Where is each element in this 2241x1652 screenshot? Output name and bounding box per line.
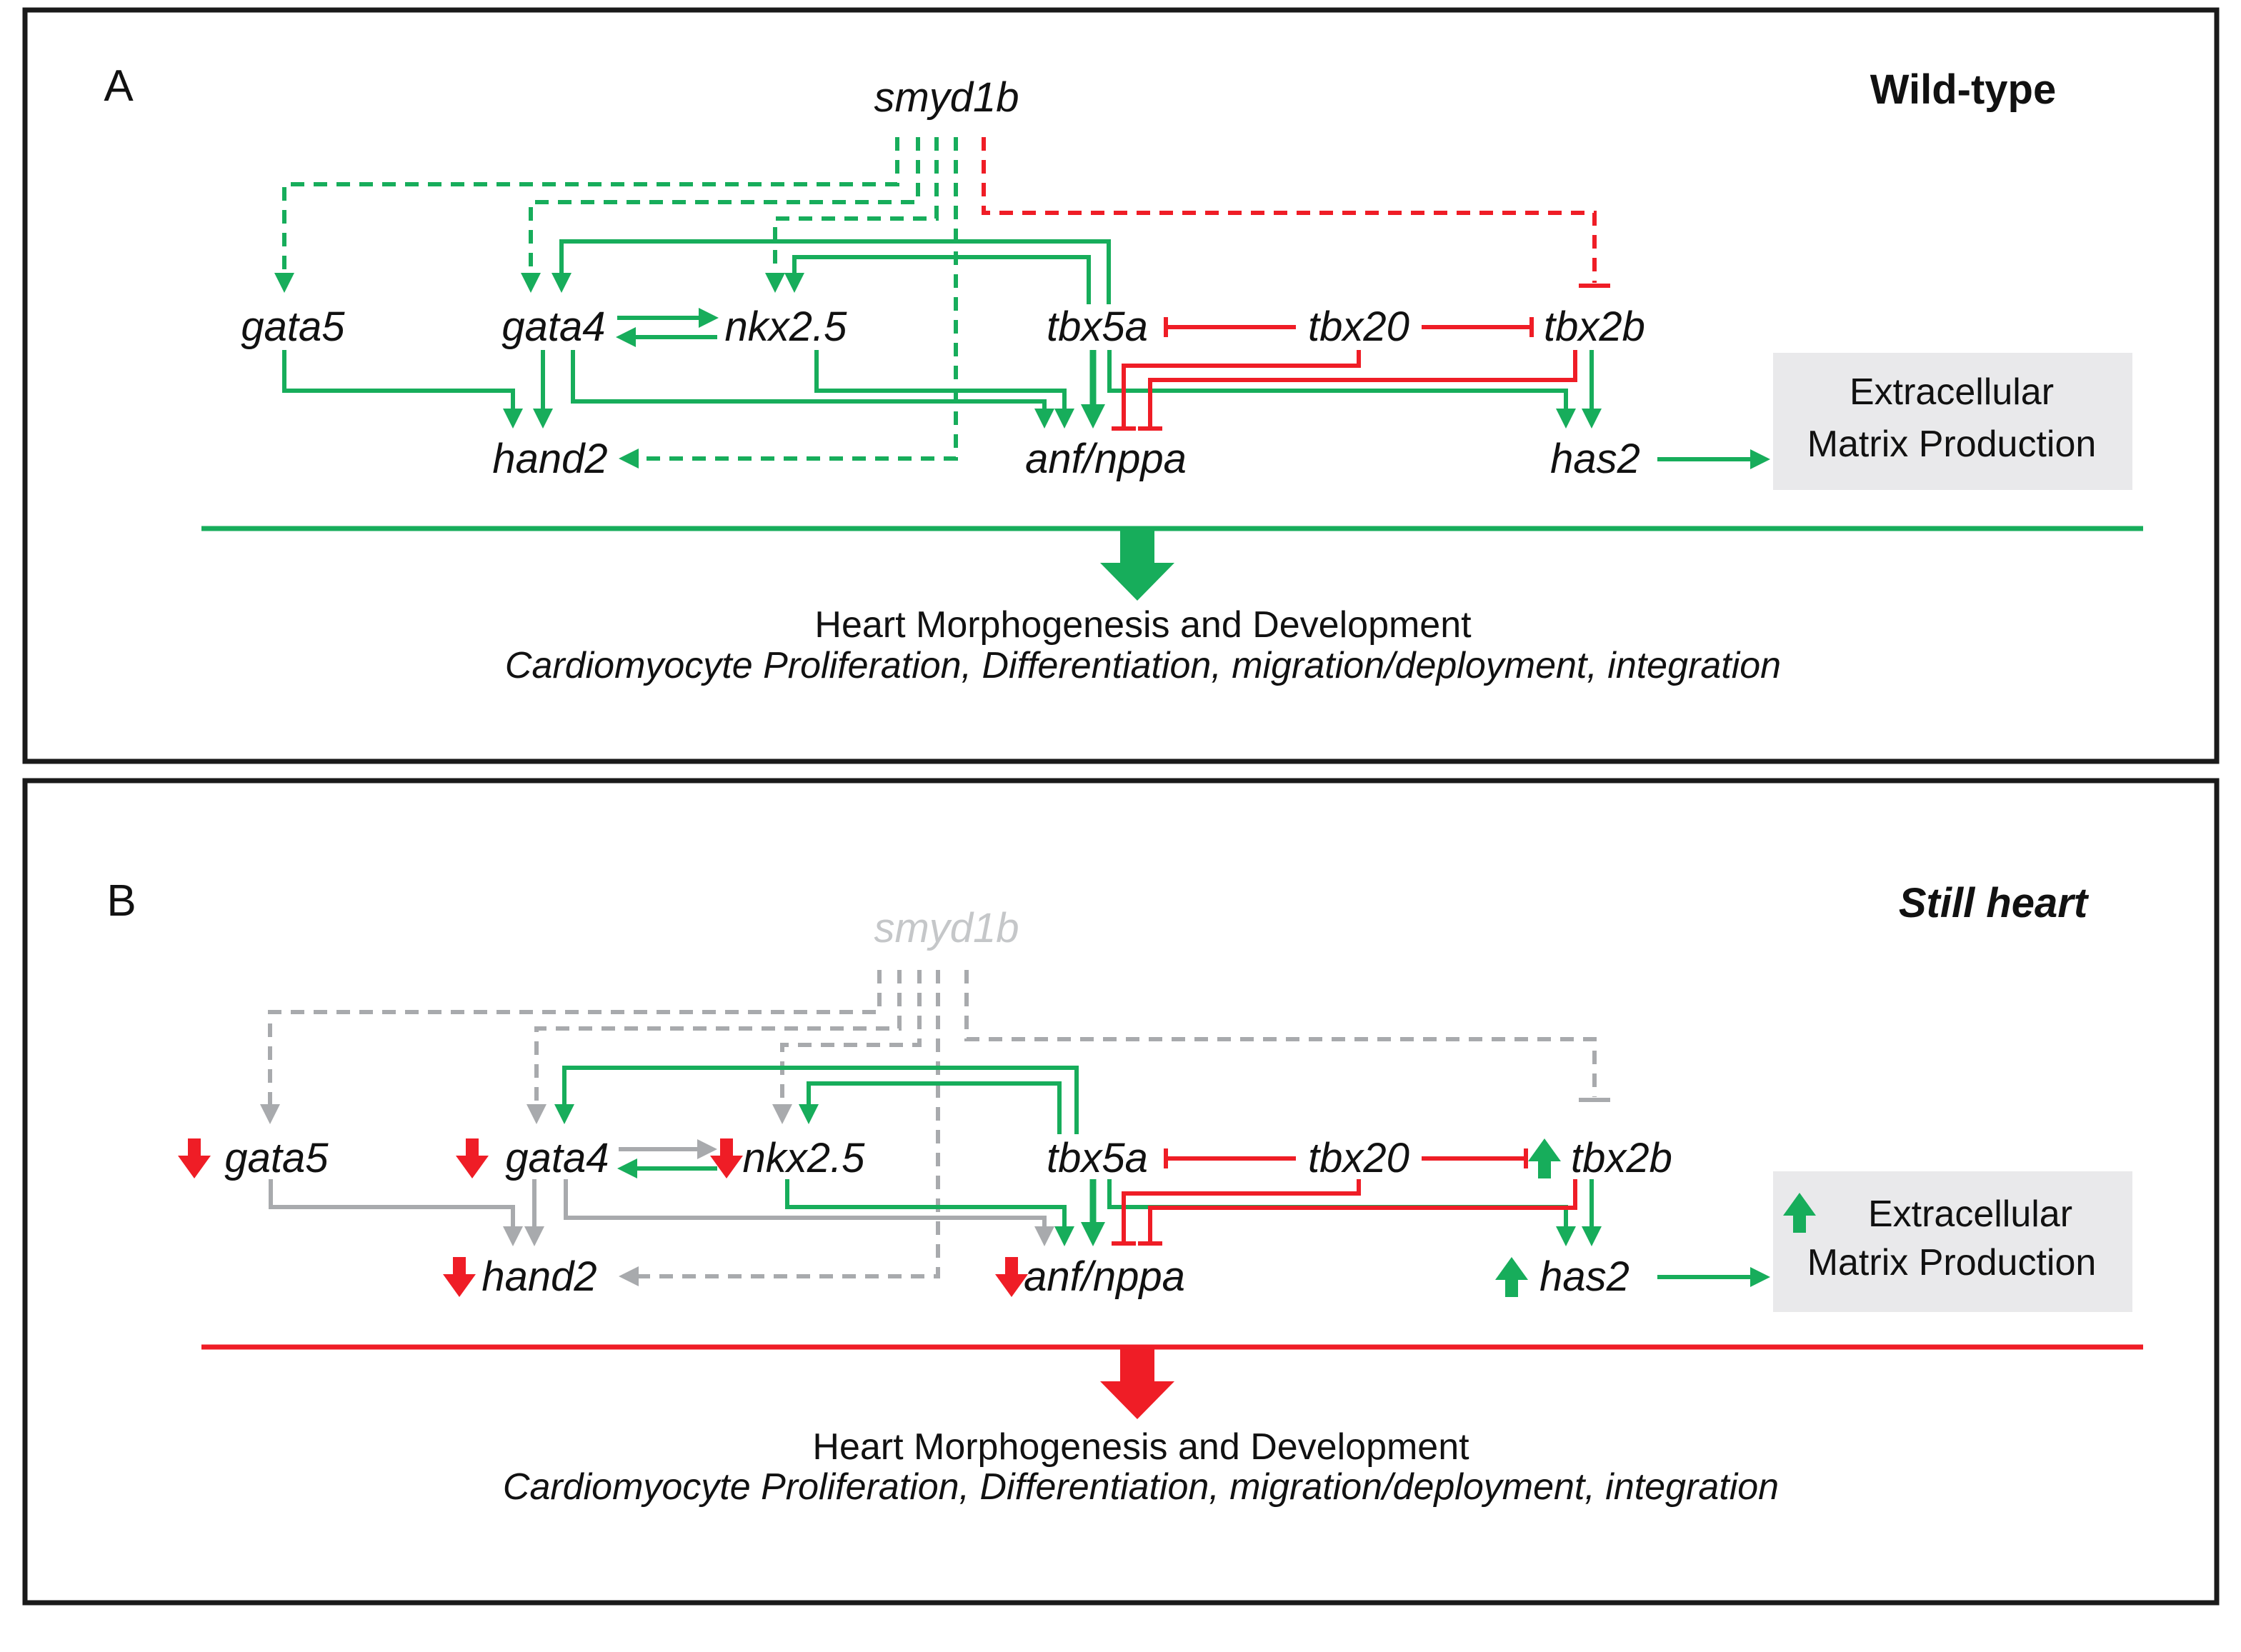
gene-gata5-a: gata5: [241, 304, 345, 350]
edge-smyd1b-gata5-a: [274, 137, 899, 293]
outcome-subtitle-b: Cardiomyocyte Proliferation, Differentia…: [502, 1466, 1780, 1508]
marker-up-tbx2b: [1528, 1138, 1561, 1178]
gene-has2-a: has2: [1550, 436, 1640, 482]
panel-a-title: Wild-type: [1870, 66, 2057, 113]
gene-tbx5a-b: tbx5a: [1047, 1135, 1148, 1181]
gene-nkx25-b: nkx2.5: [742, 1135, 865, 1181]
marker-down-gata4: [456, 1138, 489, 1178]
edge-tbx20-tbx2b-inhibition-b: [1422, 1148, 1528, 1168]
edge-tbx20-tbx2b-inhibition-a: [1422, 317, 1534, 337]
outcome-arrow-b: [1100, 1345, 1174, 1419]
edge-nkx25-anf-b: [785, 1179, 1074, 1246]
edge-smyd1b-nkx25-a: [765, 137, 939, 293]
panel-b-graphics: [22, 778, 2220, 1606]
edge-tbx5a-has2-a: [1107, 350, 1576, 429]
edge-smyd1b-hand2-b: [619, 970, 940, 1286]
edge-gata4-anf-a: [571, 350, 1054, 429]
edge-smyd1b-gata4-a: [521, 137, 920, 293]
ecm-box-b: [1773, 1171, 2132, 1312]
ecm-line2-a: Matrix Production: [1807, 424, 2097, 465]
edge-gata4-anf-b: [564, 1179, 1054, 1246]
panel-b-border: [22, 778, 2220, 1606]
panel-a-graphics: [22, 7, 2220, 764]
marker-up-ecm: [1783, 1193, 1816, 1233]
marker-up-has2: [1495, 1257, 1528, 1297]
outcome-subtitle-a: Cardiomyocyte Proliferation, Differentia…: [504, 645, 1782, 686]
gene-tbx5a-a: tbx5a: [1047, 304, 1148, 350]
gene-gata4-a: gata4: [501, 304, 606, 350]
edge-smyd1b-hand2-a: [619, 137, 958, 469]
gene-gata4-b: gata4: [505, 1135, 609, 1181]
edge-gata4-nkx25-a: [617, 308, 719, 328]
gene-tbx2b-a: tbx2b: [1544, 304, 1645, 350]
edge-smyd1b-gata5-b: [260, 970, 882, 1124]
edge-tbx5a-anf-a: [1081, 350, 1105, 429]
edge-tbx5a-has2-b: [1107, 1179, 1576, 1246]
panel-b-title: Still heart: [1898, 880, 2088, 926]
gene-hand2-b: hand2: [481, 1253, 597, 1300]
edge-tbx20-tbx5a-inhibition-b: [1164, 1148, 1296, 1168]
gene-anf-b: anf/nppa: [1024, 1253, 1185, 1300]
edge-nkx25-gata4-a: [616, 327, 717, 347]
edge-gata4-nkx25-b: [619, 1139, 717, 1159]
edge-smyd1b-tbx2b-inhibition-a: [982, 137, 1610, 288]
marker-down-hand2: [443, 1257, 476, 1297]
edge-nkx25-anf-a: [814, 350, 1074, 429]
edge-tbx5a-anf-b: [1081, 1179, 1105, 1246]
gene-tbx20-a: tbx20: [1308, 304, 1409, 350]
gene-smyd1b-a: smyd1b: [874, 74, 1019, 121]
edge-tbx5a-gata4-b: [554, 1066, 1079, 1134]
edge-nkx25-gata4-b: [617, 1158, 717, 1178]
gene-tbx20-b: tbx20: [1308, 1135, 1409, 1181]
gene-has2-b: has2: [1539, 1253, 1629, 1300]
edge-tbx20-tbx5a-inhibition-a: [1164, 317, 1296, 337]
outcome-arrow-a: [1100, 526, 1174, 601]
edge-gata5-hand2-a: [282, 350, 523, 429]
edge-gata4-hand2-b: [524, 1179, 544, 1246]
panel-a-border: [22, 7, 2220, 764]
gene-hand2-a: hand2: [492, 436, 608, 482]
edge-smyd1b-nkx25-b: [772, 970, 922, 1124]
marker-down-gata5: [178, 1138, 211, 1178]
edge-gata5-hand2-b: [269, 1179, 523, 1246]
edge-has2-ecm-b: [1657, 1267, 1770, 1287]
marker-down-anf: [995, 1257, 1028, 1297]
edge-tbx20-anf-inhibition-b: [1112, 1179, 1361, 1246]
panel-a-label: A: [104, 61, 134, 111]
edge-tbx20-anf-inhibition-a: [1112, 350, 1361, 431]
edge-tbx2b-anf-inhibition-b: [1138, 1179, 1577, 1246]
marker-down-nkx25: [710, 1138, 743, 1178]
gene-gata5-b: gata5: [224, 1135, 329, 1181]
edge-tbx5a-gata4-a: [551, 239, 1111, 304]
edge-gata4-hand2-a: [533, 350, 553, 429]
outcome-title-b: Heart Morphogenesis and Development: [812, 1426, 1469, 1468]
ecm-line1-a: Extracellular: [1849, 371, 2055, 413]
edge-has2-ecm-a: [1657, 449, 1770, 469]
ecm-line2-b: Matrix Production: [1807, 1242, 2097, 1283]
edge-smyd1b-tbx2b-inhibition-b: [964, 970, 1610, 1102]
edge-tbx2b-has2-a: [1582, 350, 1602, 429]
edge-tbx2b-anf-inhibition-a: [1138, 350, 1577, 431]
ecm-box-a: [1773, 353, 2132, 490]
gene-tbx2b-b: tbx2b: [1571, 1135, 1672, 1181]
gene-nkx25-a: nkx2.5: [724, 304, 847, 350]
outcome-title-a: Heart Morphogenesis and Development: [814, 604, 1472, 646]
panel-b-label: B: [106, 876, 136, 926]
ecm-line1-b: Extracellular: [1867, 1193, 2073, 1235]
edge-smyd1b-gata4-b: [526, 970, 902, 1124]
edge-tbx5a-nkx25-b: [799, 1081, 1062, 1134]
gene-smyd1b-b: smyd1b: [874, 905, 1019, 951]
gene-anf-a: anf/nppa: [1025, 436, 1187, 482]
edge-tbx2b-has2-b: [1582, 1179, 1602, 1246]
edge-tbx5a-nkx25-a: [784, 255, 1091, 304]
